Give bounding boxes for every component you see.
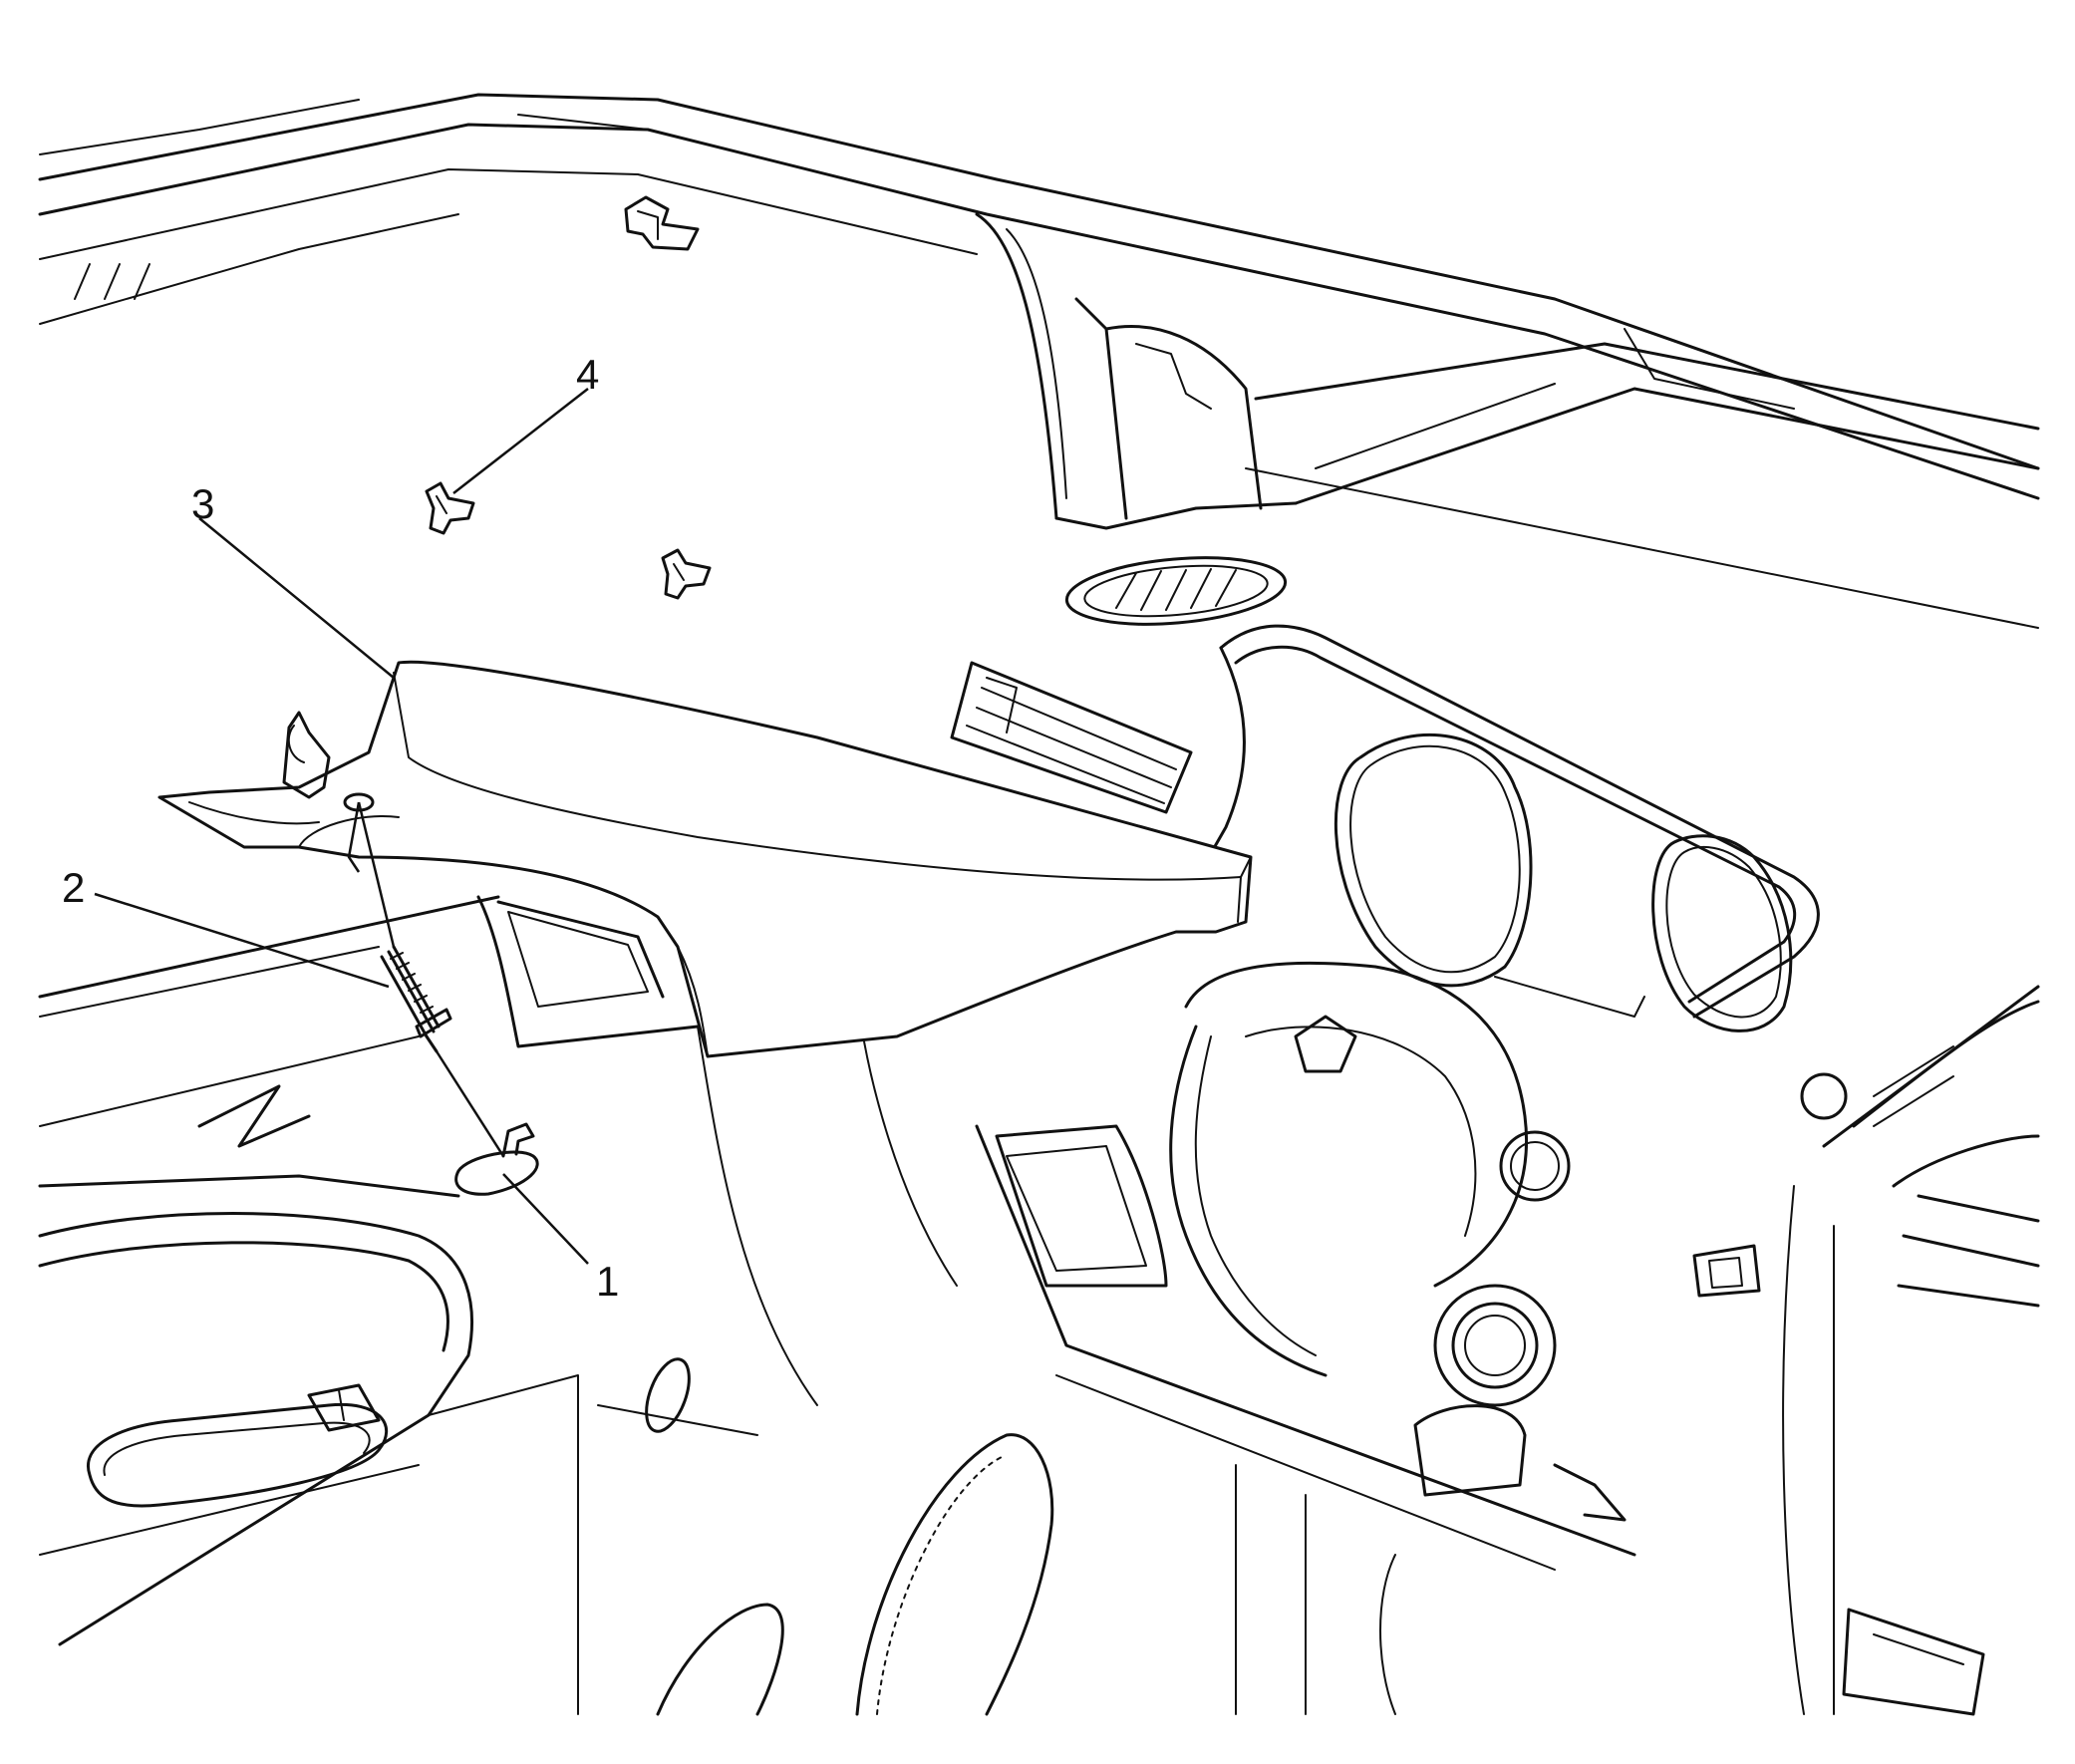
- front-door-panel: [38, 895, 579, 1715]
- side-air-vent: [950, 661, 1193, 814]
- cap: [454, 1122, 539, 1196]
- upper-clip: [624, 195, 700, 251]
- roof-header: [38, 93, 2040, 500]
- screw: [380, 945, 452, 1053]
- clip: [425, 481, 712, 600]
- callout-2: 2: [62, 864, 85, 911]
- assembly-leaders: [94, 388, 589, 1265]
- lower-pillar: [476, 895, 958, 1436]
- speaker-grille: [656, 1433, 1054, 1716]
- lower-dashboard: [975, 1124, 1636, 1715]
- ignition-knob: [1413, 1284, 1557, 1497]
- callout-1: 1: [596, 1258, 619, 1305]
- callout-3: 3: [191, 480, 214, 527]
- dashboard-top: [1054, 328, 2040, 629]
- steering-column: [1169, 961, 1571, 1377]
- instrument-cluster-hood: [1184, 624, 1820, 1032]
- a-pillar-opening: [975, 212, 1263, 520]
- callout-4: 4: [576, 351, 599, 398]
- center-stack: [1692, 985, 2040, 1716]
- pillar-trim-panel: [157, 660, 1253, 1058]
- top-air-vent: [1064, 556, 1288, 626]
